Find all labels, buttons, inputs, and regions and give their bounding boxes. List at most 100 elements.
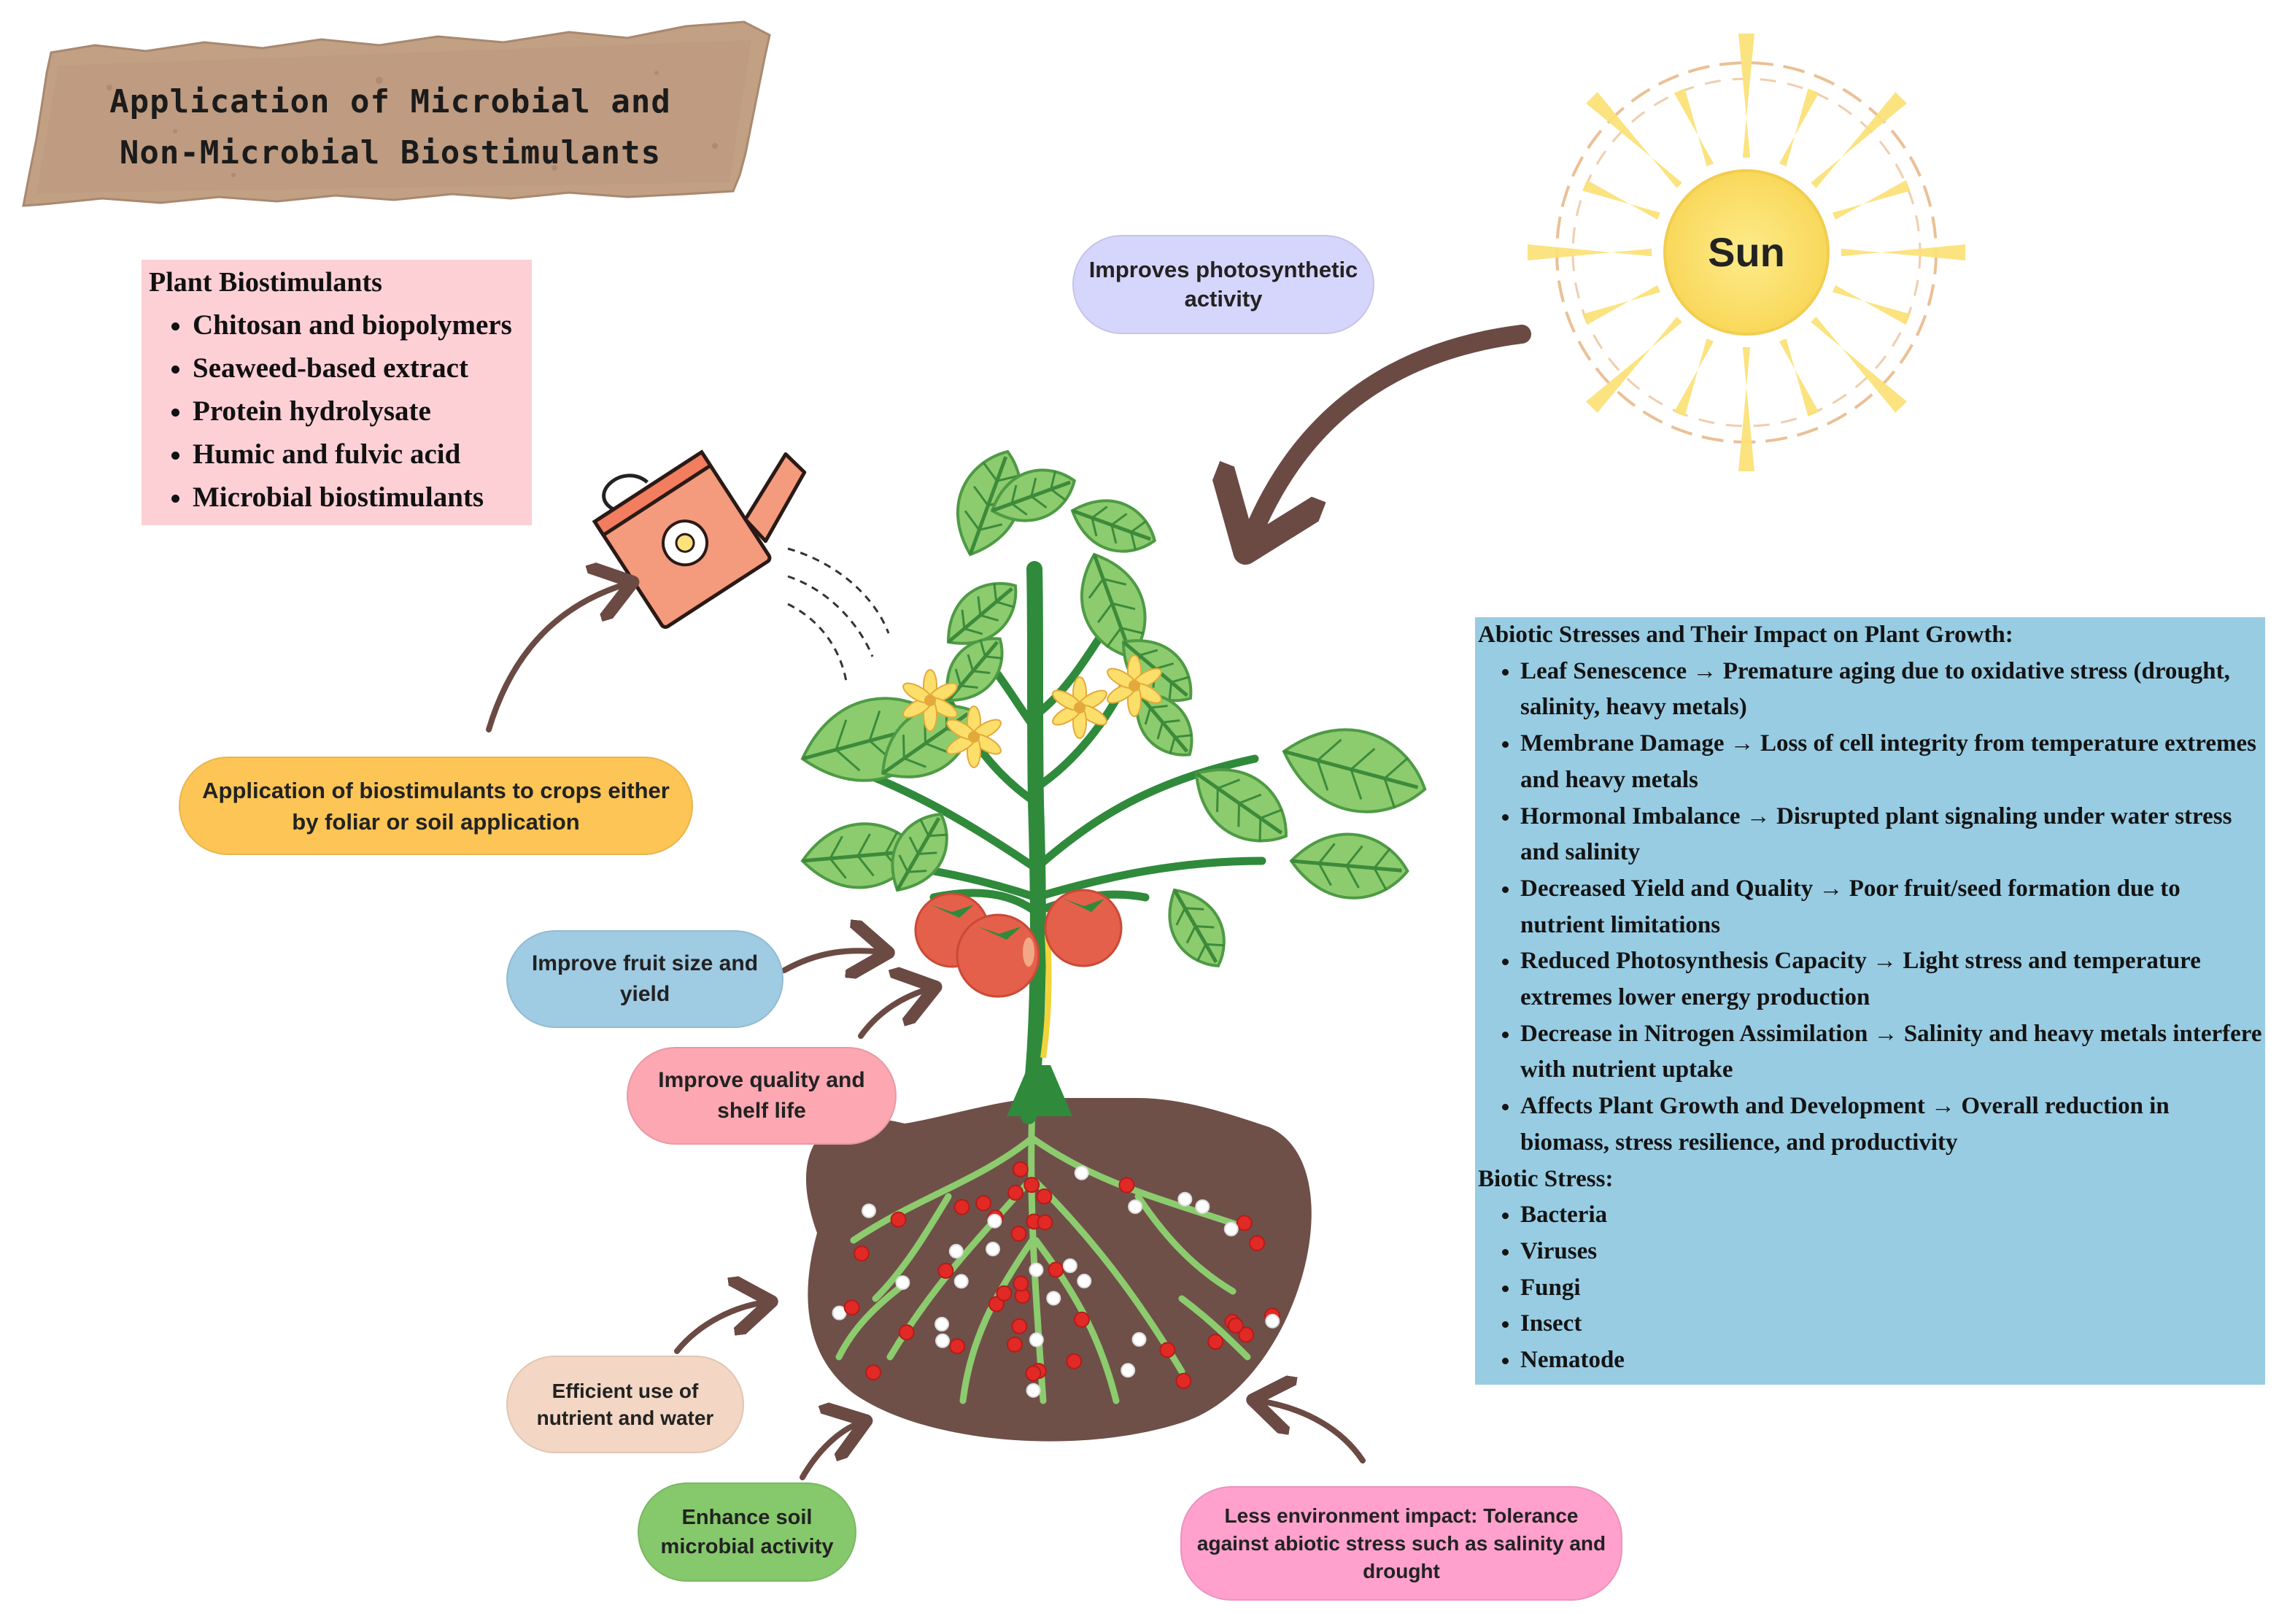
flower-icon [946,705,1002,768]
sun-ray [1673,88,1714,166]
flower-icon [1107,654,1162,717]
plant-root [959,1237,1036,1404]
soil-microbe [1121,1363,1136,1378]
soil-nutrient-granule [1118,1177,1135,1194]
soil-nutrient-granule [1249,1234,1266,1251]
title-line-1: Application of Microbial and [109,83,671,120]
soil-microbe [986,1242,1001,1257]
soil-microbe [1195,1199,1210,1214]
plant-root [872,1193,952,1302]
sun-ray [1833,285,1911,325]
list-item: Seaweed-based extract [193,347,525,390]
soil-nutrient-granule [1236,1215,1253,1231]
soil-nutrient-granule [1007,1184,1024,1201]
soil-microbe [1128,1199,1143,1214]
plant-biostimulants-heading: Plant Biostimulants [149,267,382,298]
soil-microbe [862,1203,877,1218]
soil-nutrient-granule [1048,1261,1064,1278]
flower-icon [902,669,958,732]
leaf [1080,552,1147,660]
soil-microbe [832,1305,847,1321]
list-item: Protein hydrolysate [193,390,525,433]
list-item: Hormonal Imbalance → Disrupted plant sig… [1520,799,2262,871]
soil-nutrient-granule [1007,1336,1023,1353]
sun-label: Sun [1708,229,1785,275]
application-arrow [486,584,627,732]
abiotic-term: Affects Plant Growth and Development [1520,1093,1925,1120]
abiotic-term: Hormonal Imbalance [1520,803,1741,830]
leaf [1282,728,1427,813]
soil-nutrient-granule [949,1338,966,1355]
soil-nutrient-granule [865,1364,882,1381]
tomato-fruits [914,889,1123,998]
arrow-symbol: → [1730,730,1754,757]
sun-ray [1833,179,1911,220]
soil-nutrient-granule [1012,1161,1029,1178]
list-item: Leaf Senescence → Premature aging due to… [1520,654,2262,726]
sun-ray [1811,317,1907,413]
fruit-size-arrow [781,951,883,970]
soil-microbe [934,1317,950,1332]
soil-microbe [987,1213,1002,1229]
soil-nutrient-granule [953,1199,970,1215]
soil-nutrient-granule [1011,1318,1028,1334]
stress-info-box: Abiotic Stresses and Their Impact on Pla… [1475,617,2265,1385]
soil-microbe [1029,1332,1044,1347]
abiotic-desc: Salinity and heavy metals interfere with… [1520,1020,2262,1083]
soil-nutrient-granule [843,1299,860,1316]
sun-ray [1586,317,1682,413]
list-item: Affects Plant Growth and Development → O… [1520,1089,2262,1161]
soil-nutrient-granule [890,1211,907,1228]
soil-nutrient-granule [1175,1372,1192,1389]
sun-ray [1738,347,1754,471]
biotic-heading: Biotic Stress: [1478,1165,1614,1192]
leaf [1194,768,1288,843]
soil-nutrient-granule [1025,1365,1042,1382]
leaf [1168,888,1226,968]
arrow-symbol: → [1873,1020,1898,1047]
soil-microbial-arrow [800,1423,861,1480]
soil-nutrient-granule [898,1324,915,1341]
sun-ray [1779,88,1819,166]
abiotic-term: Decreased Yield and Quality [1520,875,1814,902]
list-item: Membrane Damage → Loss of cell integrity… [1520,726,2262,798]
soil-nutrient-granule [1066,1353,1083,1369]
abiotic-desc: Overall reduction in biomass, stress res… [1520,1093,2170,1156]
photosynthesis-callout: Improves photosynthetic activity [1072,235,1374,334]
quality-callout: Improve quality and shelf life [627,1047,897,1145]
list-item: Fungi [1520,1270,2262,1307]
plant-root [1134,1193,1237,1295]
plant-root [835,1280,908,1361]
environment-callout: Less environment impact: Tolerance again… [1180,1486,1622,1601]
soil-microbe [953,1274,969,1289]
soil-nutrient-granule [937,1262,954,1279]
flower-icon [1052,676,1107,739]
list-item: Reduced Photosynthesis Capacity → Light … [1520,943,2262,1016]
nutrient-arrow [674,1302,766,1354]
soil-microbe [1265,1313,1280,1329]
list-item: Insect [1520,1306,2262,1342]
soil-nutrient-granule [1207,1334,1224,1350]
nutrient-callout: Efficient use of nutrient and water [506,1356,744,1453]
abiotic-desc: Premature aging due to oxidative stress … [1520,657,2230,721]
sun-ray [1811,92,1907,188]
plant-root [1028,1105,1047,1404]
sun-to-plant-arrow [1249,325,1531,544]
sun-ray [1586,92,1682,188]
biotic-list: Bacteria Viruses Fungi Insect Nematode [1478,1197,2262,1379]
sun-illustration [1528,34,1965,471]
leaf [1135,691,1193,757]
sun-ray [1738,34,1754,158]
list-item: Microbial biostimulants [193,476,525,519]
page-title: Application of Microbial and Non-Microbi… [44,58,737,197]
arrow-symbol: → [1873,948,1897,975]
soil-microbial-callout: Enhance soil microbial activity [638,1482,856,1582]
soil-nutrient-granule [1037,1214,1053,1231]
sun-ray [1779,339,1819,417]
soil-nutrient-granule [975,1195,992,1212]
soil-nutrient-granule [1010,1226,1027,1242]
soil-microbe [948,1244,964,1259]
list-item: Bacteria [1520,1197,2262,1234]
soil-microbe [1074,1165,1089,1180]
